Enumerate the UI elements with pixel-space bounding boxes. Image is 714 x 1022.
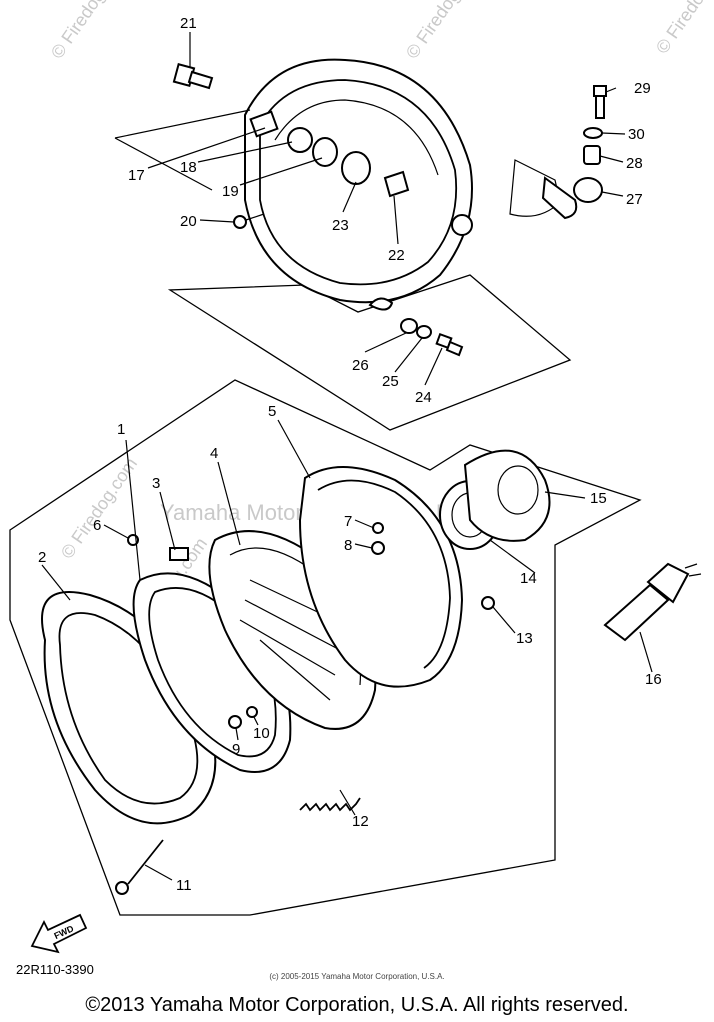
housing-bottom-tab	[368, 297, 394, 311]
diagram-code: 22R110-3390	[16, 962, 94, 977]
headlight-housing	[244, 58, 473, 311]
label-part-10: 10	[253, 725, 270, 742]
part-29-bolt	[593, 85, 607, 119]
part-18-grommet	[287, 127, 313, 153]
label-part-1: 1	[117, 421, 125, 438]
part-30-washer	[583, 127, 603, 139]
part-13-screw	[481, 596, 495, 610]
leader-lines	[41, 32, 653, 881]
housing-mount-boss	[451, 214, 473, 236]
label-part-9: 9	[232, 741, 240, 758]
label-part-28: 28	[626, 155, 643, 172]
label-part-6: 6	[93, 517, 101, 534]
small-copyright: (c) 2005-2015 Yamaha Motor Corporation, …	[269, 972, 445, 981]
label-part-26: 26	[352, 357, 369, 374]
part-7-clip	[372, 522, 384, 534]
label-part-17: 17	[128, 167, 145, 184]
watermark: © Firedog.com	[652, 0, 714, 57]
housing-inner-curve	[274, 99, 439, 176]
part-26-washer	[400, 318, 418, 334]
watermark: © Firedog.com	[47, 0, 131, 62]
front-assembly-outline	[9, 379, 642, 916]
label-part-8: 8	[344, 537, 352, 554]
part-25-lockwasher	[416, 325, 432, 339]
label-part-2: 2	[38, 549, 46, 566]
label-part-24: 24	[415, 389, 432, 406]
label-part-21: 21	[180, 15, 197, 32]
label-part-5: 5	[268, 403, 276, 420]
part-12-spring	[299, 797, 361, 812]
label-part-13: 13	[516, 630, 533, 647]
label-part-16: 16	[645, 671, 662, 688]
part-3-tab	[169, 547, 189, 561]
label-part-12: 12	[352, 813, 369, 830]
label-part-15: 15	[590, 490, 607, 507]
copyright-notice: ©2013 Yamaha Motor Corporation, U.S.A. A…	[85, 994, 629, 1016]
watermark: © Firedog.com	[402, 0, 486, 62]
part-28-collar	[583, 145, 601, 165]
label-part-27: 27	[626, 191, 643, 208]
part-2-rim	[41, 591, 217, 825]
label-part-19: 19	[222, 183, 239, 200]
label-part-18: 18	[180, 159, 197, 176]
part-15-boot	[463, 449, 551, 542]
part-24-bolt	[435, 332, 464, 357]
housing-rim	[259, 79, 458, 286]
part-5-headlight-body	[298, 466, 464, 688]
part-labels: 1 2 3 4 5 6 7 8 9 10 11 12 13 14 15 16 1…	[38, 15, 662, 894]
label-part-23: 23	[332, 217, 349, 234]
part-27-rubber	[573, 177, 603, 203]
part-16-bulb	[603, 562, 702, 642]
part-27-bracket	[509, 159, 603, 220]
part-10-nut	[246, 706, 258, 718]
label-part-11: 11	[176, 877, 192, 894]
label-part-30: 30	[628, 126, 645, 143]
part-9-screw	[228, 715, 242, 729]
label-part-25: 25	[382, 373, 399, 390]
part-22-grommet	[383, 170, 410, 198]
part-21-bolt	[172, 63, 214, 90]
label-part-3: 3	[152, 475, 160, 492]
label-part-22: 22	[388, 247, 405, 264]
part-11-adjust-screw	[115, 839, 164, 895]
fwd-arrow-icon: FWD	[30, 913, 88, 954]
label-part-14: 14	[520, 570, 537, 587]
part-8-nut	[371, 541, 385, 555]
part-23-cap	[341, 151, 371, 185]
label-part-7: 7	[344, 513, 352, 530]
part-19-grommet	[312, 137, 338, 167]
label-part-29: 29	[634, 80, 651, 97]
label-part-20: 20	[180, 213, 197, 230]
label-part-4: 4	[210, 445, 218, 462]
